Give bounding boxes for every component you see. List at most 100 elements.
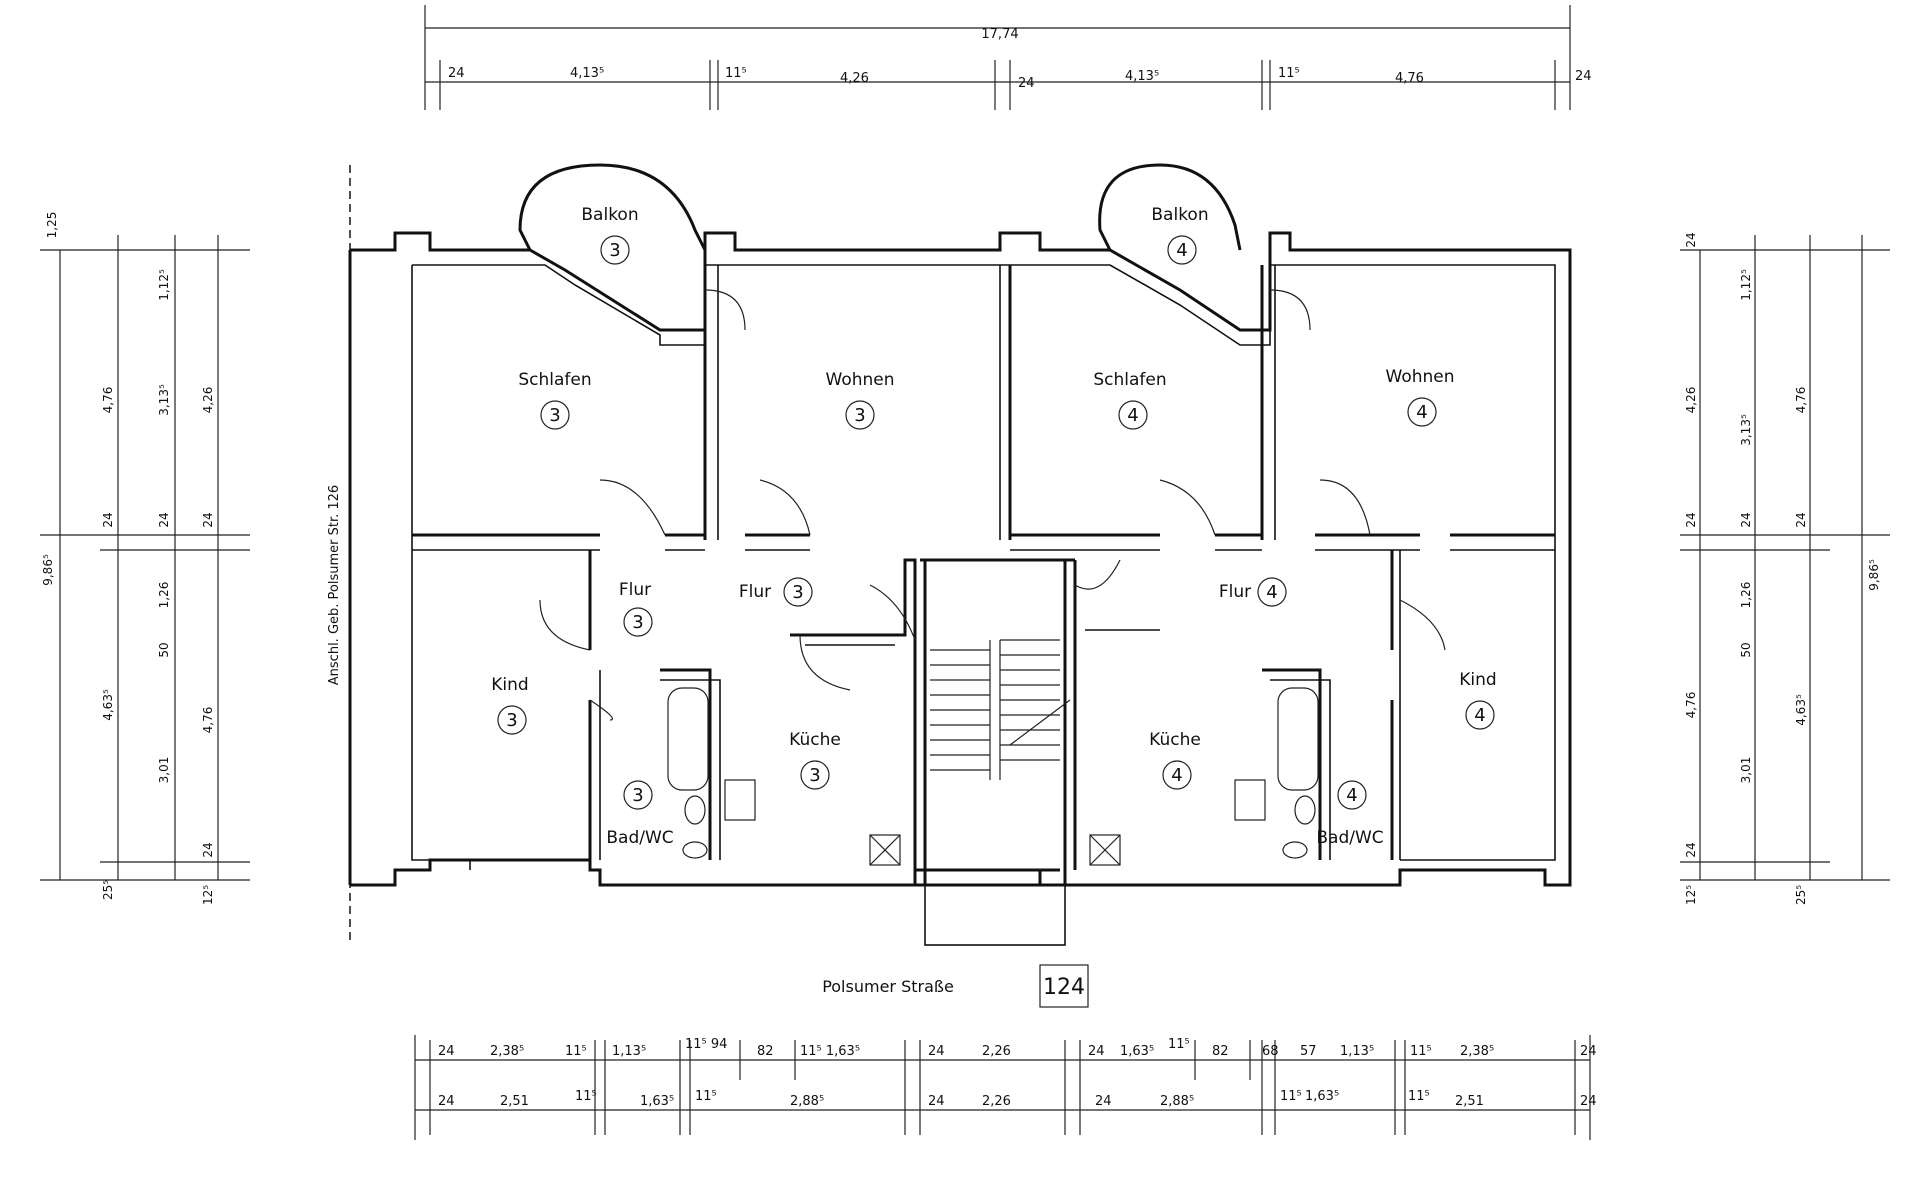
bottom1-dim-3: 11⁵ [565, 1044, 587, 1059]
basin-left [684, 795, 706, 825]
room-balkon-4-unit: 4 [1176, 240, 1187, 261]
bottom2-dim-9: 24 [1095, 1094, 1112, 1109]
left-dim-c2: 24 [201, 512, 215, 527]
bottom2-dim-15: 24 [1580, 1094, 1597, 1109]
unit-3-marker [623, 607, 653, 637]
room-wohnen-3-label: Wohnen [826, 370, 895, 390]
room-labels: Balkon 3 Schlafen 3 Wohnen 3 Flur 3 Flur… [491, 205, 1496, 848]
room-kueche-4-label: Küche [1149, 730, 1201, 750]
bottom2-dim-6: 2,88⁵ [790, 1094, 824, 1109]
bottom1-dim-18: 2,38⁵ [1460, 1044, 1494, 1059]
room-bad-4-label: Bad/WC [1316, 828, 1383, 848]
basin-right [1294, 795, 1316, 825]
room-flur-3a-unit: 3 [632, 612, 643, 633]
room-kind-4-unit: 4 [1474, 705, 1485, 726]
top-dim-8: 4,76 [1395, 71, 1424, 86]
room-schlafen-3-label: Schlafen [518, 370, 591, 390]
bottom1-dim-15: 57 [1300, 1044, 1317, 1059]
left-dim-c5: 12⁵ [201, 885, 215, 905]
left-dimension-chains: 9,86⁵ 1,25 4,76 24 4,63⁵ 25⁵ 1,12⁵ 3,13⁵… [40, 212, 250, 905]
top-total-dimension: 17,74 [981, 27, 1018, 42]
fixtures [667, 687, 1319, 866]
left-dim-a4: 4,63⁵ [101, 689, 115, 721]
right-dim-a1: 24 [1684, 232, 1698, 247]
left-dim-b5: 50 [157, 642, 171, 657]
chimney-left [869, 834, 901, 866]
bottom1-dim-1: 24 [438, 1044, 455, 1059]
left-dim-a5: 25⁵ [101, 880, 115, 900]
bottom2-dim-8: 2,26 [982, 1094, 1011, 1109]
unit-3-marker [783, 577, 813, 607]
room-kind-3-label: Kind [491, 675, 528, 695]
right-dim-a5: 24 [1684, 842, 1698, 857]
room-flur-4-unit: 4 [1266, 582, 1277, 603]
room-balkon-3-unit: 3 [609, 240, 620, 261]
room-kueche-3-unit: 3 [809, 765, 820, 786]
left-dim-b6: 3,01 [157, 757, 171, 784]
right-dim-a4: 4,76 [1684, 692, 1698, 719]
top-dim-6: 4,13⁵ [1125, 69, 1159, 84]
left-dim-c4: 24 [201, 842, 215, 857]
right-dim-b6: 3,01 [1739, 757, 1753, 784]
bottom1-dim-19: 24 [1580, 1044, 1597, 1059]
room-bad-3-unit: 3 [632, 785, 643, 806]
unit-4-marker [1257, 577, 1287, 607]
balcony-left-outline [518, 163, 707, 251]
unit-3-marker [540, 400, 570, 430]
room-wohnen-3-unit: 3 [854, 405, 865, 426]
unit-4-marker [1118, 400, 1148, 430]
room-balkon-3-label: Balkon [581, 205, 638, 225]
door-swings [539, 289, 1446, 721]
bottom1-dim-10: 24 [1088, 1044, 1105, 1059]
bottom2-dim-14: 2,51 [1455, 1094, 1484, 1109]
bottom1-dim-6: 82 [757, 1044, 774, 1059]
right-dim-b2: 3,13⁵ [1739, 414, 1753, 446]
bottom2-dim-2: 2,51 [500, 1094, 529, 1109]
bottom1-dim-13: 82 [1212, 1044, 1229, 1059]
room-bad-3-label: Bad/WC [606, 828, 673, 848]
unit-4-marker [1162, 760, 1192, 790]
bottom1-dim-17: 11⁵ [1410, 1044, 1432, 1059]
right-dim-c3: 4,63⁵ [1794, 694, 1808, 726]
bathtub-right [1277, 687, 1319, 791]
unit-3-marker [623, 780, 653, 810]
right-total-dimension: 9,86⁵ [1867, 559, 1881, 591]
unit-4-marker [1167, 235, 1197, 265]
neighbor-note: Anschl. Geb. Polsumer Str. 126 [327, 485, 342, 685]
bottom1-dim-9: 2,26 [982, 1044, 1011, 1059]
bottom1-dim-5: 11⁵ 94 [685, 1037, 727, 1052]
right-dim-a6: 12⁵ [1684, 885, 1698, 905]
unit-3-marker [800, 760, 830, 790]
bottom1-dim-2: 2,38⁵ [490, 1044, 524, 1059]
unit-4-marker [1465, 700, 1495, 730]
unit-3-marker [845, 400, 875, 430]
stove-right [1234, 779, 1266, 821]
right-dimension-chains: 9,86⁵ 24 4,26 24 4,76 24 12⁵ 1,12⁵ 3,13⁵… [1680, 232, 1890, 905]
room-schlafen-3-unit: 3 [549, 405, 560, 426]
room-wohnen-4-label: Wohnen [1386, 367, 1455, 387]
room-kind-4-label: Kind [1459, 670, 1496, 690]
house-number-box [1039, 964, 1089, 1008]
room-kind-3-unit: 3 [506, 710, 517, 731]
bottom-dimension-chains: 24 2,38⁵ 11⁵ 1,13⁵ 11⁵ 94 82 11⁵ 1,63⁵ 2… [414, 1035, 1597, 1140]
right-dim-b1: 1,12⁵ [1739, 269, 1753, 301]
balcony-right-outline [1098, 163, 1242, 251]
top-dim-4: 4,26 [840, 71, 869, 86]
bottom1-dim-7: 11⁵ 1,63⁵ [800, 1044, 860, 1059]
left-total-dimension: 9,86⁵ [41, 554, 55, 586]
left-dim-c3: 4,76 [201, 707, 215, 734]
bottom2-dim-12: 1,63⁵ [1305, 1089, 1339, 1104]
staircase [930, 639, 1071, 780]
unit-3-marker [600, 235, 630, 265]
building-walls [348, 231, 1572, 946]
top-dim-5: 24 [1018, 76, 1035, 91]
bottom2-dim-4: 1,63⁵ [640, 1094, 674, 1109]
right-dim-b3: 24 [1739, 512, 1753, 527]
right-dim-a3: 24 [1684, 512, 1698, 527]
street-name: Polsumer Straße [822, 977, 954, 996]
left-dim-a1: 1,25 [45, 212, 59, 239]
room-flur-3a-label: Flur [619, 580, 651, 600]
top-dim-3: 11⁵ [725, 66, 747, 81]
bathtub-left [667, 687, 709, 791]
